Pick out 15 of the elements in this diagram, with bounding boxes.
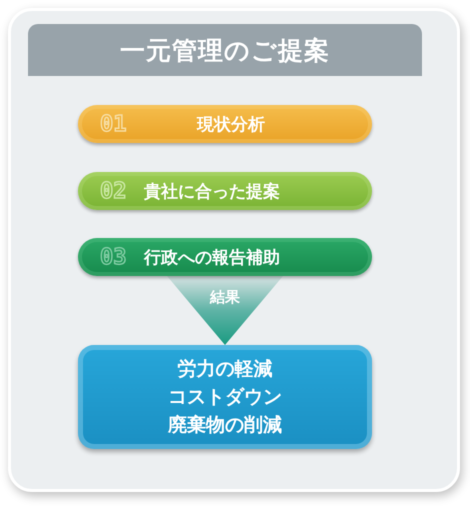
step-number: 01 xyxy=(100,112,128,136)
step-pill xyxy=(78,238,372,276)
step-number: 02 xyxy=(100,178,128,204)
result-text: コストダウン xyxy=(168,385,282,410)
step-label: 行政への報告補助 xyxy=(144,246,281,268)
title-banner: 一元管理のご提案 xyxy=(28,24,422,76)
step-label: 貴社に合った提案 xyxy=(144,180,281,202)
result-text: 労力の軽減 xyxy=(178,357,272,382)
step-pill xyxy=(78,105,372,143)
step-pill xyxy=(78,172,372,210)
result-text: 廃棄物の削減 xyxy=(168,413,282,438)
step-label: 現状分析 xyxy=(196,114,266,136)
step-number: 03 xyxy=(100,244,128,270)
edge-label: 結果 xyxy=(210,288,240,307)
down-arrow xyxy=(167,276,283,345)
